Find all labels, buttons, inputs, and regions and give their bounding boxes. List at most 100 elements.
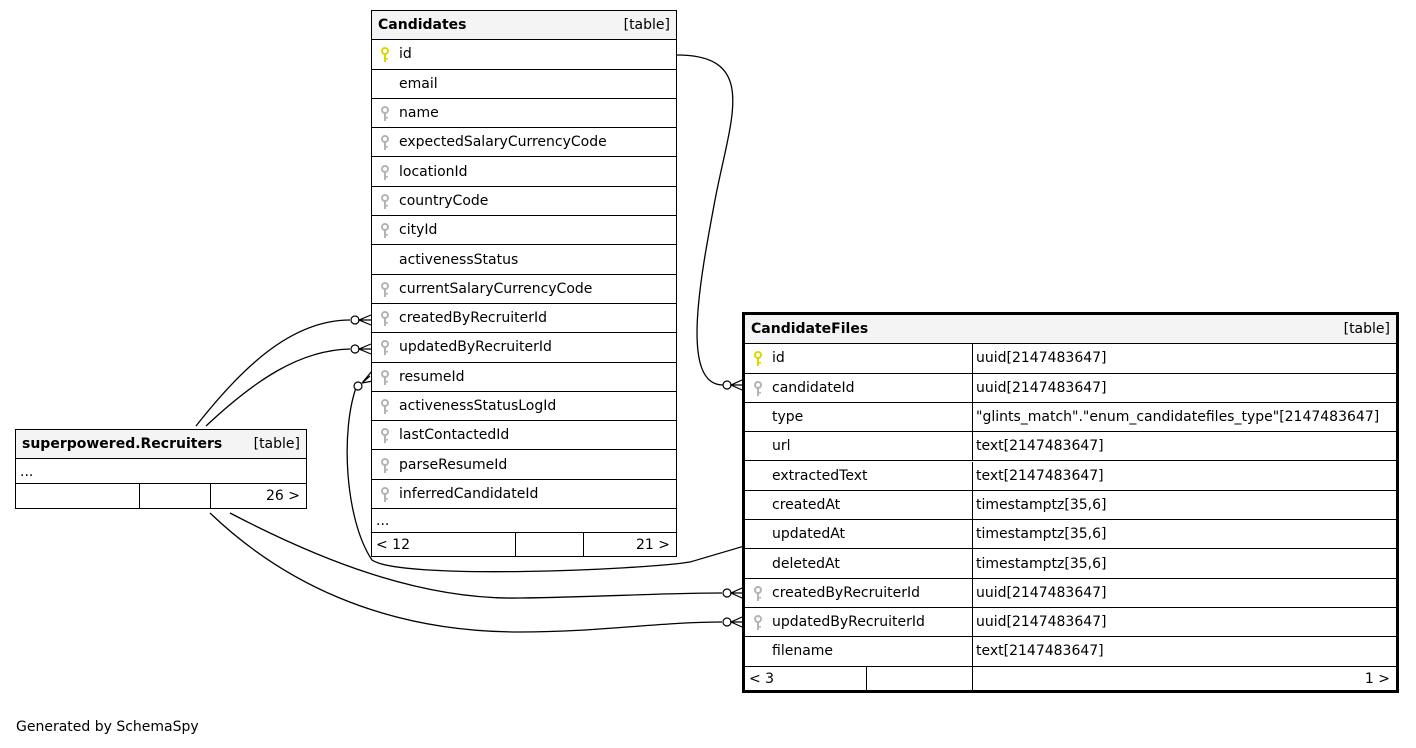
- edge-candidatefiles-updatedby-to-recruiters: [209, 512, 723, 633]
- column-row-expectedsalarycurrencycode[interactable]: expectedSalaryCurrencyCode: [372, 128, 676, 158]
- children-count[interactable]: 26 >: [210, 484, 306, 508]
- column-row-deletedat[interactable]: deletedAt timestamptz[35,6]: [745, 549, 1396, 579]
- column-row-currentsalarycurrencycode[interactable]: currentSalaryCurrencyCode: [372, 275, 676, 304]
- column-row-resumeid[interactable]: resumeId: [372, 363, 676, 392]
- parents-count[interactable]: < 12: [376, 537, 410, 553]
- column-name: filename: [772, 643, 834, 660]
- edge-end-circle: [353, 381, 363, 391]
- rows-count: [139, 484, 210, 508]
- column-row-cityid[interactable]: cityId: [372, 216, 676, 246]
- table-header: CandidateFiles [table]: [745, 315, 1396, 345]
- ellipsis: ...: [20, 463, 34, 480]
- column-type: uuid[2147483647]: [972, 578, 1107, 607]
- table-name: CandidateFiles: [751, 321, 869, 338]
- column-name: lastContactedId: [399, 427, 510, 444]
- column-name: createdByRecruiterId: [772, 584, 921, 601]
- column-row-createdat[interactable]: createdAt timestamptz[35,6]: [745, 490, 1396, 521]
- column-row-name[interactable]: name: [372, 99, 676, 129]
- column-name: name: [399, 105, 439, 122]
- column-type: text[2147483647]: [972, 461, 1104, 490]
- column-type: timestamptz[35,6]: [972, 490, 1106, 520]
- column-name: createdAt: [772, 496, 841, 513]
- edge-candidates-updatedby-to-recruiters: [205, 348, 351, 427]
- edge-candidateid-to-candidates: [676, 54, 734, 386]
- column-name: url: [772, 438, 791, 455]
- column-row-createdbyrecruiterid[interactable]: createdByRecruiterId uuid[2147483647]: [745, 578, 1396, 608]
- table-footer: 26 >: [16, 484, 306, 508]
- column-row-activenessstatuslogid[interactable]: activenessStatusLogId: [372, 392, 676, 422]
- table-recruiters[interactable]: superpowered.Recruiters [table] ... 26 >: [15, 429, 307, 509]
- column-name: activenessStatusLogId: [399, 398, 557, 415]
- children-count[interactable]: 21 >: [583, 533, 676, 557]
- column-row-id[interactable]: id: [372, 40, 676, 70]
- column-name: activenessStatus: [399, 251, 519, 268]
- column-name: cityId: [399, 222, 438, 239]
- column-type: uuid[2147483647]: [972, 344, 1107, 373]
- column-name: candidateId: [772, 379, 855, 396]
- column-name: updatedByRecruiterId: [772, 614, 925, 631]
- column-type: "glints_match"."enum_candidatefiles_type…: [972, 402, 1379, 432]
- crowfoot-icon: [357, 343, 372, 355]
- children-count[interactable]: 1 >: [972, 666, 1396, 691]
- column-name: countryCode: [399, 192, 489, 209]
- column-row-filename[interactable]: filename text[2147483647]: [745, 637, 1396, 667]
- table-kind: [table]: [253, 436, 300, 453]
- column-row-activenessstatus[interactable]: activenessStatus: [372, 245, 676, 275]
- column-row-parseresumeid[interactable]: parseResumeId: [372, 451, 676, 480]
- table-name: superpowered.Recruiters: [22, 436, 223, 453]
- column-row-inferredcandidateid[interactable]: inferredCandidateId: [372, 480, 676, 510]
- table-name: Candidates: [378, 17, 467, 34]
- column-name: currentSalaryCurrencyCode: [399, 280, 593, 297]
- table-kind: [table]: [1343, 321, 1390, 338]
- column-row-createdbyrecruiterid[interactable]: createdByRecruiterId: [372, 304, 676, 334]
- crowfoot-icon: [357, 314, 372, 326]
- generated-by-label: Generated by SchemaSpy: [16, 719, 199, 735]
- parents-count[interactable]: < 3: [749, 670, 775, 687]
- crowfoot-icon: [729, 616, 743, 628]
- column-row-lastcontactedid[interactable]: lastContactedId: [372, 421, 676, 451]
- column-row-locationid[interactable]: locationId: [372, 158, 676, 187]
- column-row-updatedbyrecruiterid[interactable]: updatedByRecruiterId: [372, 333, 676, 363]
- ellipsis-row: ...: [372, 509, 676, 533]
- table-candidatefiles[interactable]: CandidateFiles [table] id uuid[2147483647…: [742, 312, 1399, 693]
- table-header: superpowered.Recruiters [table]: [16, 430, 306, 460]
- column-row-updatedbyrecruiterid[interactable]: updatedByRecruiterId uuid[2147483647]: [745, 608, 1396, 638]
- table-header: Candidates [table]: [372, 11, 676, 41]
- column-name: id: [772, 350, 785, 367]
- column-row-extractedtext[interactable]: extractedText text[2147483647]: [745, 461, 1396, 491]
- column-name: id: [399, 46, 412, 63]
- column-type: timestamptz[35,6]: [972, 549, 1106, 578]
- crowfoot-icon: [729, 587, 743, 599]
- column-row-id[interactable]: id uuid[2147483647]: [745, 344, 1396, 374]
- column-name: expectedSalaryCurrencyCode: [399, 134, 607, 151]
- column-name: email: [399, 75, 438, 92]
- column-row-countrycode[interactable]: countryCode: [372, 187, 676, 217]
- column-name: locationId: [399, 163, 468, 180]
- column-type: text[2147483647]: [972, 637, 1104, 666]
- column-name: parseResumeId: [399, 456, 508, 473]
- column-type: text[2147483647]: [972, 432, 1104, 461]
- column-row-type[interactable]: type "glints_match"."enum_candidatefiles_…: [745, 402, 1396, 433]
- edge-candidatefiles-createdby-to-recruiters: [229, 512, 723, 599]
- column-type: uuid[2147483647]: [972, 608, 1107, 637]
- column-name: type: [772, 409, 804, 426]
- ellipsis-row: ...: [16, 460, 306, 484]
- crowfoot-icon: [729, 379, 743, 391]
- table-candidates[interactable]: Candidates [table] id email name expectedSa…: [371, 10, 677, 557]
- table-kind: [table]: [623, 17, 670, 34]
- rows-count: [866, 666, 972, 691]
- column-name: extractedText: [772, 467, 868, 484]
- column-name: inferredCandidateId: [399, 485, 539, 502]
- column-row-candidateid[interactable]: candidateId uuid[2147483647]: [745, 373, 1396, 403]
- column-name: updatedByRecruiterId: [399, 339, 552, 356]
- ellipsis: ...: [376, 512, 390, 529]
- table-footer: < 3 1 >: [745, 666, 1396, 691]
- table-footer: < 12 21 >: [372, 533, 676, 557]
- column-name: deletedAt: [772, 555, 840, 572]
- column-row-url[interactable]: url text[2147483647]: [745, 432, 1396, 462]
- column-name: resumeId: [399, 368, 465, 385]
- column-row-email[interactable]: email: [372, 70, 676, 99]
- edge-candidates-createdby-to-recruiters: [195, 319, 351, 427]
- column-type: uuid[2147483647]: [972, 373, 1107, 402]
